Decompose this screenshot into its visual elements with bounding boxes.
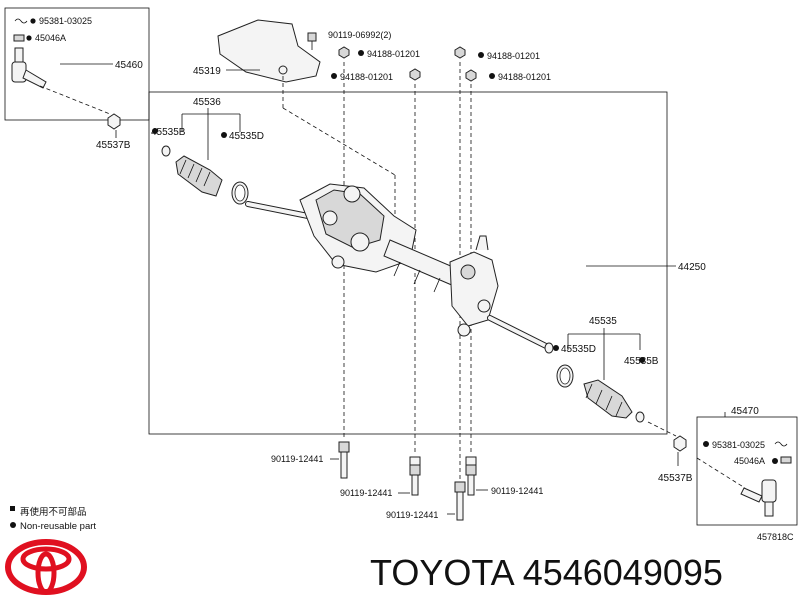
label-tie-rod-end-left: 45460 <box>115 60 143 71</box>
label-bolt-4: 90119-12441 <box>386 510 438 520</box>
nut-icon-left <box>13 34 32 42</box>
non-reusable-marker <box>331 73 337 79</box>
bolt-4 <box>454 481 466 521</box>
legend-jp: 再使用不可部品 <box>10 506 87 518</box>
footer-title: TOYOTA 4546049095 <box>370 552 723 593</box>
label-bolt-2: 90119-12441 <box>340 488 392 498</box>
nut-d <box>465 69 477 82</box>
tie-rod-end-right <box>740 479 777 517</box>
legend-en-text: Non-reusable part <box>20 521 96 532</box>
lock-nut-left <box>107 113 121 130</box>
label-gear-assembly: 44250 <box>678 262 706 273</box>
bolt-3 <box>465 456 477 496</box>
non-reusable-marker <box>489 73 495 79</box>
label-clamp-right-large: 45535D <box>561 344 596 355</box>
left-tie-rod-box <box>4 7 150 121</box>
label-lock-nut-left: 45537B <box>96 140 131 151</box>
clip-icon-right <box>774 441 788 447</box>
legend-jp-text: 再使用不可部品 <box>20 506 87 518</box>
bolt-top <box>307 32 317 50</box>
label-clamp-left-small: 45535B <box>151 127 186 138</box>
non-reusable-marker <box>152 128 158 134</box>
non-reusable-marker <box>478 52 484 58</box>
label-nut-d: 94188-01201 <box>498 72 551 82</box>
steering-gear-assembly <box>245 183 553 351</box>
lock-nut-right <box>673 435 687 452</box>
label-cover: 45319 <box>193 66 221 77</box>
non-reusable-marker <box>772 458 778 464</box>
label-bolt-3: 90119-12441 <box>491 486 543 496</box>
label-nut-left: 45046A <box>35 33 66 43</box>
label-boot-kit-left: 45536 <box>193 97 221 108</box>
nut-b <box>409 68 421 81</box>
label-tie-rod-end-right: 45470 <box>731 406 759 417</box>
bolt-1 <box>338 441 350 479</box>
nut-icon-right <box>780 456 792 464</box>
non-reusable-marker <box>553 345 559 351</box>
label-clamp-right-small: 45535B <box>624 356 659 367</box>
label-lock-nut-right: 45537B <box>658 473 693 484</box>
label-clip-left: 95381-03025 <box>39 16 92 26</box>
label-boot-kit-right: 45535 <box>589 316 617 327</box>
clamp-right-large <box>556 364 574 388</box>
boot-right <box>583 379 633 419</box>
clamp-left-small <box>161 145 171 157</box>
drawing-id: 457818C <box>757 532 794 542</box>
main-assembly-box <box>148 91 668 435</box>
clip-icon-left <box>14 18 36 24</box>
label-nut-a: 94188-01201 <box>367 49 420 59</box>
clamp-right-small <box>635 411 645 423</box>
label-bolt-1: 90119-12441 <box>271 454 323 464</box>
nut-a <box>338 46 350 59</box>
legend-en: Non-reusable part <box>10 521 96 532</box>
right-tie-rod-box <box>696 416 798 526</box>
toyota-logo-icon <box>5 539 87 595</box>
label-bolt-top: 90119-06992(2) <box>328 30 391 40</box>
cover-plate <box>217 19 321 83</box>
label-nut-c: 94188-01201 <box>487 51 540 61</box>
non-reusable-marker <box>358 50 364 56</box>
non-reusable-marker <box>703 441 709 447</box>
bolt-2 <box>409 456 421 496</box>
boot-left <box>175 155 223 197</box>
tie-rod-end-left <box>11 47 47 89</box>
nut-c <box>454 46 466 59</box>
non-reusable-marker <box>639 357 645 363</box>
clamp-right-small-near <box>544 342 554 354</box>
label-nut-right: 45046A <box>734 456 765 466</box>
label-clamp-left-large: 45535D <box>229 131 264 142</box>
label-clip-right: 95381-03025 <box>712 440 765 450</box>
label-nut-b: 94188-01201 <box>340 72 393 82</box>
clamp-left-large <box>231 181 249 205</box>
non-reusable-marker <box>221 132 227 138</box>
